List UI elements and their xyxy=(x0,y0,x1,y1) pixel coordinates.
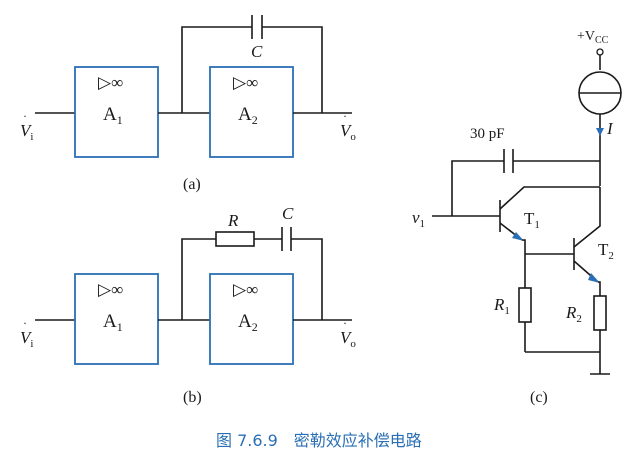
amp-b1-box xyxy=(74,273,159,365)
t1-emitter-wire xyxy=(522,239,526,254)
input-label-a: Vi xyxy=(20,121,33,143)
t1-label: T1 xyxy=(524,209,540,231)
panel-b: ▷∞ A1 ▷∞ A2 R C Vi · Vo · (b) xyxy=(20,204,356,406)
amp-a2-name: A2 xyxy=(238,104,258,127)
panel-label-c: (c) xyxy=(530,389,548,406)
panel-a: ▷∞ A1 ▷∞ A2 C Vi · Vo · (a) xyxy=(20,15,356,193)
t1-emitter-arrow xyxy=(512,232,524,241)
input-label-b: Vi xyxy=(20,328,33,350)
r2-label: R2 xyxy=(565,303,582,325)
amp-b2-symbol: ▷∞ xyxy=(233,280,258,299)
panel-label-b: (b) xyxy=(183,389,202,406)
amp-b1-name: A1 xyxy=(103,311,123,334)
r2-top-wire xyxy=(598,281,601,296)
input-dot-b: · xyxy=(23,316,27,330)
capacitor-label-a: C xyxy=(251,42,263,61)
amp-a2-symbol: ▷∞ xyxy=(233,73,258,92)
t2-emitter-arrow xyxy=(588,273,600,283)
panel-label-a: (a) xyxy=(183,176,201,193)
amp-a1-name: A1 xyxy=(103,104,123,127)
t1-collector-lead xyxy=(499,186,600,210)
panel-c: +VCC I 30 pF v1 T1 T2 xyxy=(412,29,622,406)
capacitor-label-c: 30 pF xyxy=(470,126,505,142)
cap-wire-left-c xyxy=(451,160,504,216)
feedback-wire-right-b xyxy=(291,238,323,320)
supply-terminal xyxy=(596,48,604,56)
amp-b2-name: A2 xyxy=(238,311,258,334)
resistor-b xyxy=(215,231,255,247)
amp-b2-box xyxy=(209,273,294,365)
t2-label: T2 xyxy=(598,240,614,262)
r1-label: R1 xyxy=(493,295,510,317)
r1-resistor xyxy=(518,287,532,323)
feedback-wire-left-b xyxy=(181,238,216,320)
current-label: I xyxy=(606,119,614,138)
output-dot-a: · xyxy=(343,109,347,123)
amp-a1-symbol: ▷∞ xyxy=(98,73,123,92)
output-label-b: Vo xyxy=(340,328,356,350)
supply-label: +VCC xyxy=(577,29,609,46)
t2-collector-lead xyxy=(573,187,601,248)
output-label-a: Vo xyxy=(340,121,356,143)
input-label-c: v1 xyxy=(412,208,425,230)
capacitor-label-b: C xyxy=(282,204,294,223)
feedback-wire-right-a xyxy=(262,26,323,113)
feedback-wire-left-a xyxy=(181,26,252,113)
figure-caption: 图 7.6.9 密勒效应补偿电路 xyxy=(216,431,422,450)
amp-b1-symbol: ▷∞ xyxy=(98,280,123,299)
current-arrow xyxy=(596,128,604,136)
r2-resistor xyxy=(593,295,607,331)
amp-a2-box xyxy=(209,66,294,158)
amp-a1-box xyxy=(74,66,159,158)
output-dot-b: · xyxy=(343,316,347,330)
resistor-label-b: R xyxy=(227,211,239,230)
input-dot-a: · xyxy=(23,109,27,123)
